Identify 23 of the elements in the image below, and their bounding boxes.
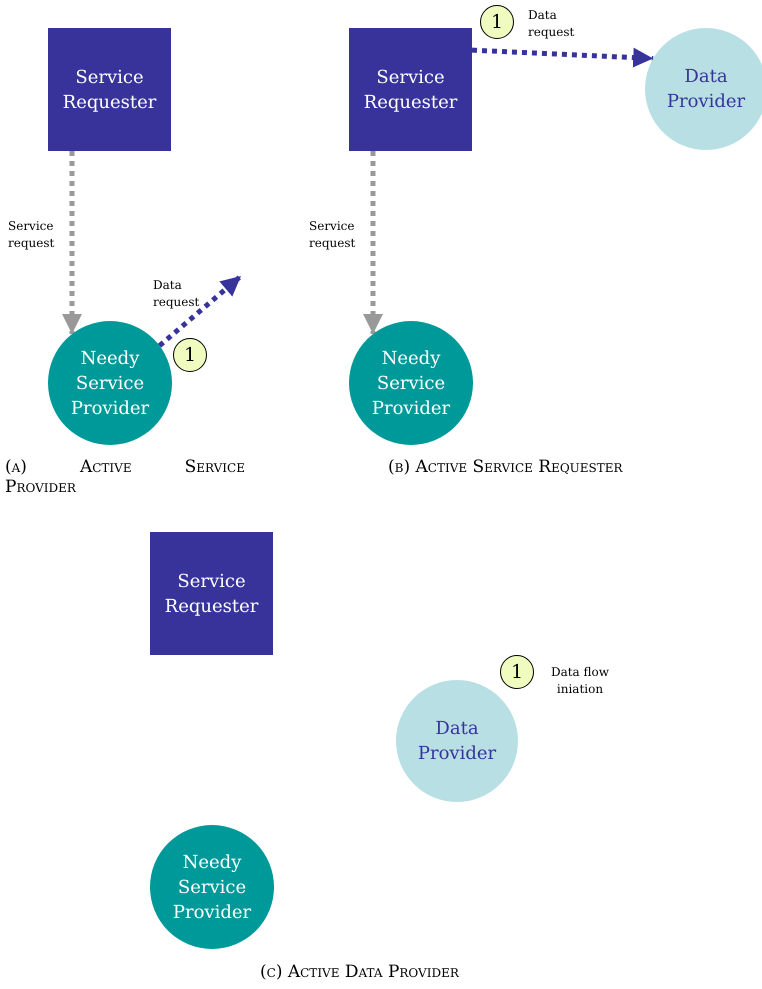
process-circle: Needy Service Provider — [48, 321, 172, 445]
data-circle: Data Provider — [396, 680, 518, 802]
edge-label: Data request — [153, 277, 200, 311]
callout-number: 1 — [480, 5, 514, 39]
dotted-arrow — [62, 151, 82, 334]
edge-label: Service request — [8, 218, 56, 252]
dotted-arrow — [158, 274, 243, 348]
process-box: Service Requester — [349, 28, 472, 151]
annotation-text: Data flow iniation — [550, 664, 610, 698]
process-circle: Needy Service Provider — [150, 825, 274, 949]
figure-caption: (a) Active Service Provider — [5, 457, 245, 497]
edge-label: Data request — [528, 7, 576, 41]
figure-caption: (b) Active Service Requester — [388, 457, 624, 477]
figure-caption: (c) Active Data Provider — [260, 962, 460, 982]
edge-label: Service request — [309, 218, 356, 252]
callout-number: 1 — [500, 655, 534, 689]
process-box: Service Requester — [150, 532, 273, 655]
callout-number: 1 — [173, 338, 207, 372]
dotted-arrow — [472, 48, 654, 68]
dotted-arrow — [363, 151, 383, 334]
data-circle: Data Provider — [645, 28, 762, 150]
process-box: Service Requester — [48, 28, 171, 151]
process-circle: Needy Service Provider — [349, 321, 473, 445]
